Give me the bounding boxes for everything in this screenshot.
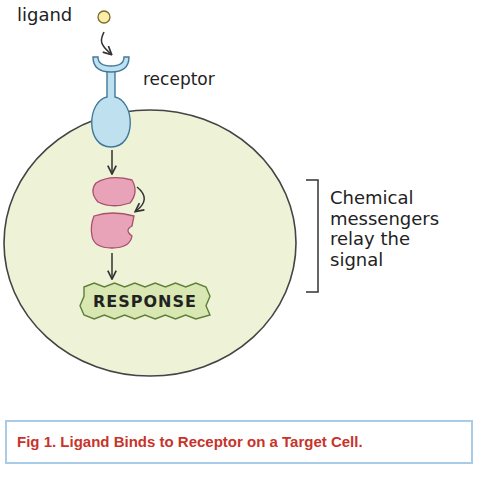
bracket-note: Chemical messengers relay the signal (330, 188, 452, 271)
receptor-protein: receptor (85, 55, 210, 150)
ligand-molecule: ligand (15, 2, 115, 30)
signal-arrow (101, 32, 111, 54)
bracket (306, 180, 318, 292)
response-outline (80, 283, 210, 319)
receptor-body (92, 70, 131, 147)
response-box: RESPONSE (80, 283, 210, 319)
figure-caption: Fig 1. Ligand Binds to Receptor on a Tar… (5, 420, 473, 464)
node-label: receptor (143, 69, 215, 89)
messenger-protein (93, 178, 135, 206)
relay-arrow (111, 253, 113, 278)
response-text: RESPONSE (80, 283, 210, 319)
node-label: ligand (17, 4, 72, 25)
messenger-protein (91, 213, 134, 248)
relay-arrow (136, 187, 144, 211)
ligand-circle (98, 11, 110, 23)
relay-arrow (111, 150, 113, 173)
receptor-binding-site (93, 57, 129, 72)
target-cell (4, 110, 296, 376)
